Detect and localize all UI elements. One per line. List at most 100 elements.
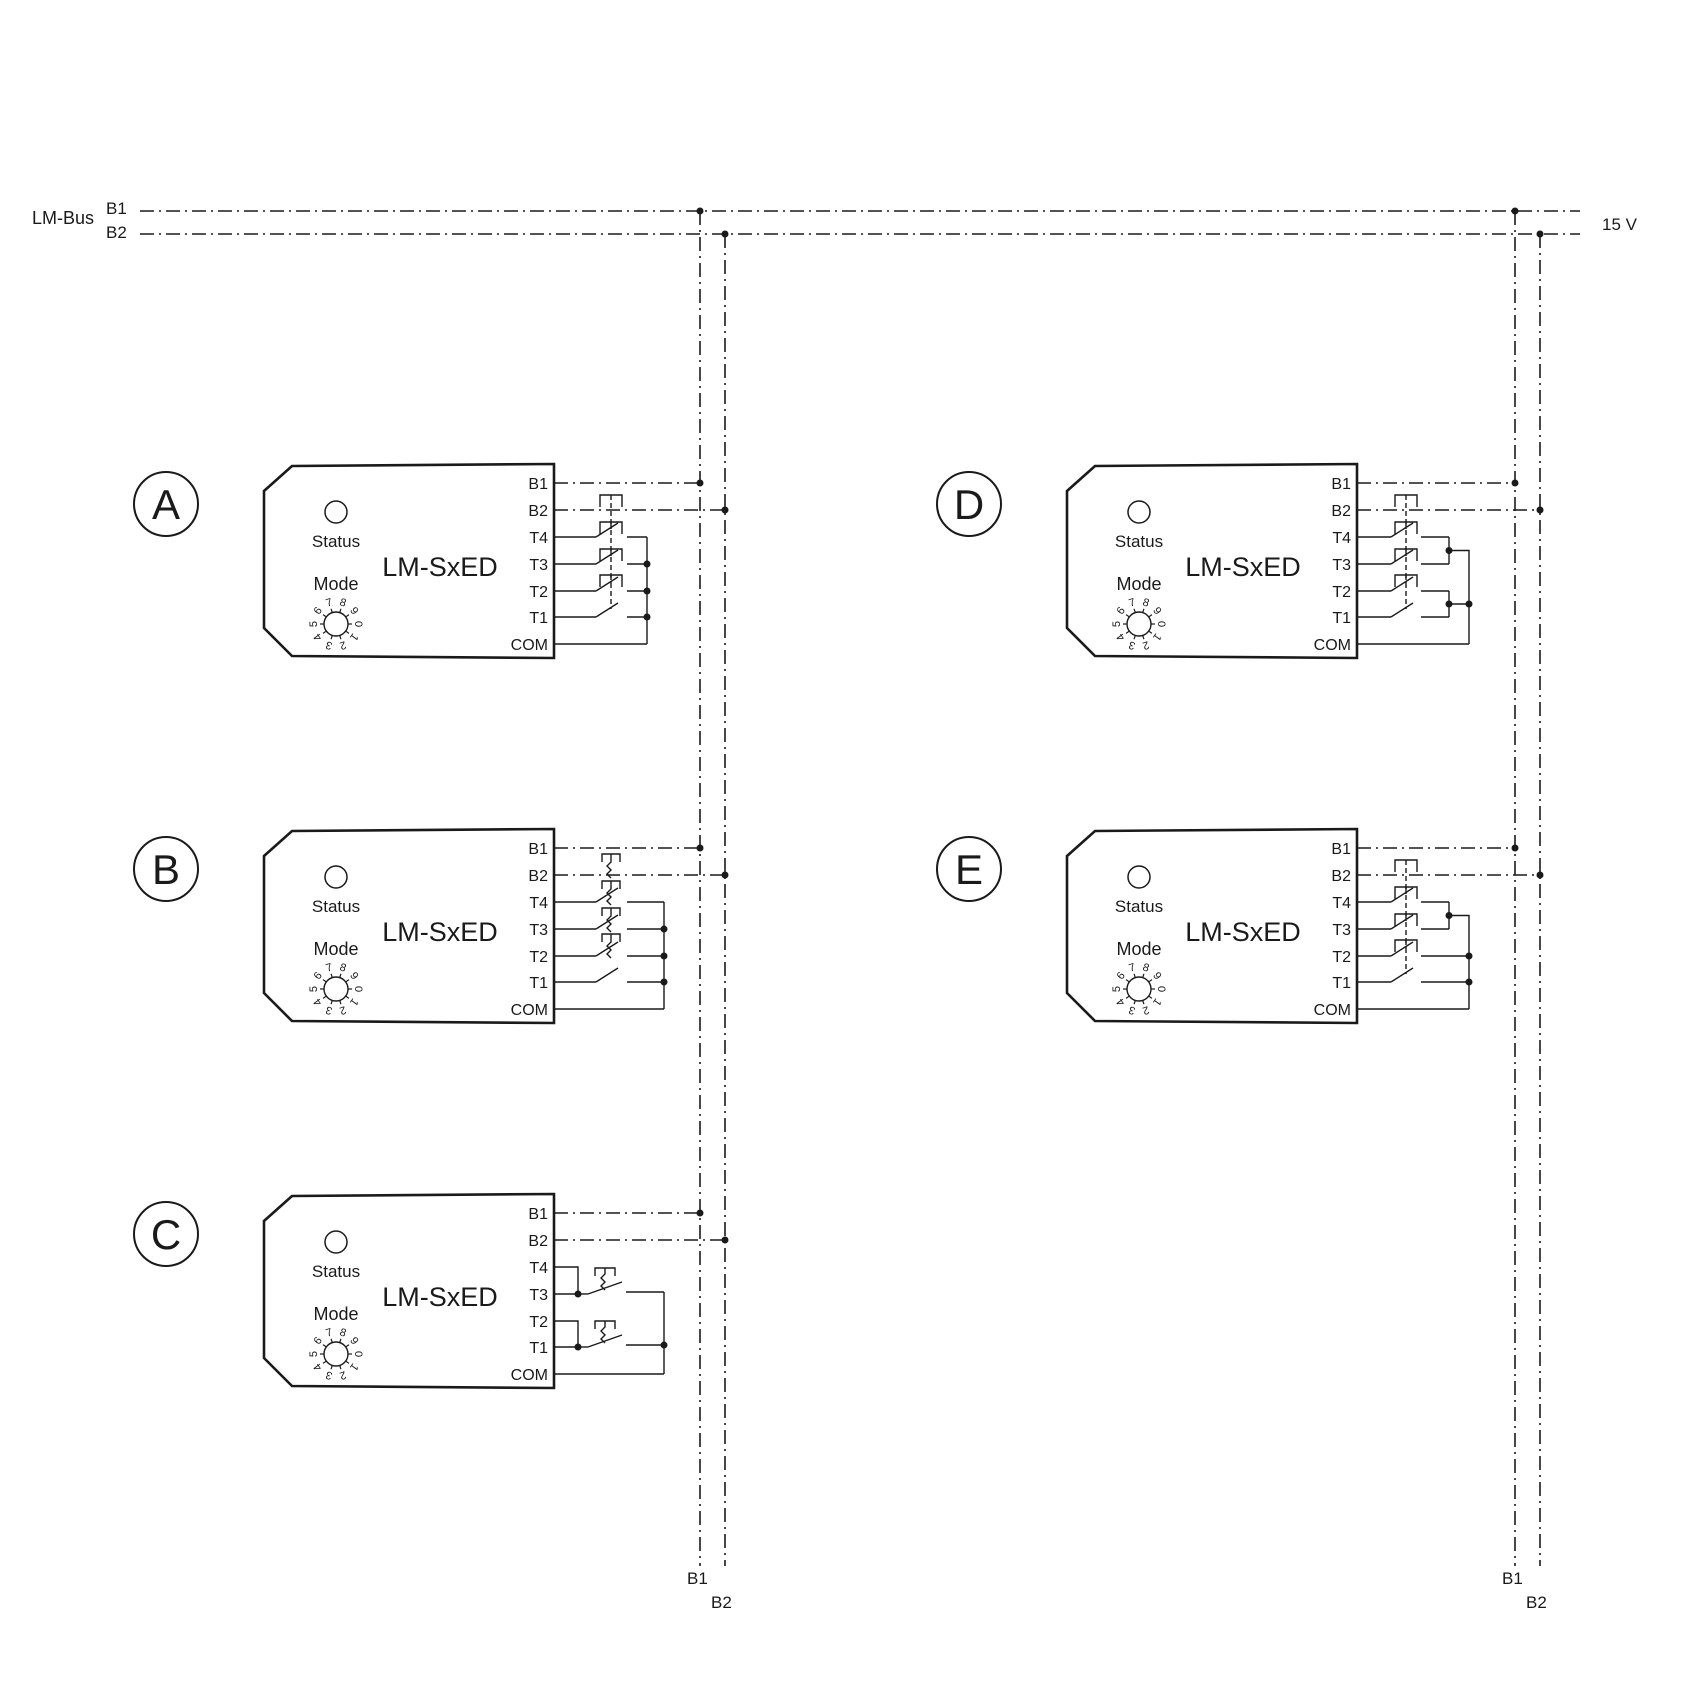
dial-digit: 2: [1141, 1003, 1151, 1016]
dial-tick: [1148, 614, 1153, 618]
bridge-wire: [554, 1320, 579, 1347]
dial-digit: 3: [324, 1003, 334, 1016]
dial-tick: [322, 1344, 327, 1348]
drop-b2-label: B2: [1526, 1593, 1547, 1612]
mode-label: Mode: [313, 939, 358, 959]
junction-dot: [1511, 479, 1519, 487]
dial-tick: [339, 608, 342, 613]
junction-dot: [721, 506, 729, 514]
module-letter: B: [152, 846, 180, 893]
module-name: LM-SxED: [382, 552, 498, 582]
dial-tick: [1125, 630, 1130, 634]
dial-digit: 5: [308, 1351, 320, 1357]
junction-dot: [696, 844, 704, 852]
dial-digit: 2: [338, 1368, 348, 1381]
dial-digit: 5: [308, 621, 320, 627]
dial-tick: [1142, 635, 1145, 640]
dial-digit: 2: [338, 638, 348, 651]
status-label: Status: [312, 1262, 360, 1281]
module-name: LM-SxED: [1185, 917, 1301, 947]
junction-dot: [721, 1236, 729, 1244]
dial-tick: [322, 995, 327, 999]
dial-digit: 7: [324, 961, 334, 974]
switch-blade: [1390, 576, 1414, 592]
junction-dot: [1511, 844, 1519, 852]
dial-tick: [322, 979, 327, 983]
dial-digit: 0: [1155, 986, 1167, 992]
dial-tick: [322, 614, 327, 618]
terminal-label-b1: B1: [528, 1206, 548, 1223]
terminal-label-t2: T2: [1332, 584, 1351, 601]
status-label: Status: [312, 532, 360, 551]
module-letter-circle: [133, 1201, 199, 1267]
module-letter: E: [955, 846, 983, 893]
terminal-label-b2: B2: [528, 503, 548, 520]
module-letter-circle: [133, 836, 199, 902]
dial-digit: 0: [352, 986, 364, 992]
terminal-label-b1: B1: [528, 476, 548, 493]
dial-tick: [1125, 995, 1130, 999]
pushbutton-actuator-icon: [601, 880, 621, 906]
dial-tick: [1133, 635, 1136, 640]
dial-tick: [1133, 973, 1136, 978]
terminal-label-com: COM: [1314, 637, 1351, 654]
junction-dot: [1465, 952, 1473, 960]
status-label: Status: [1115, 532, 1163, 551]
terminal-label-t4: T4: [529, 1260, 548, 1277]
mode-label: Mode: [1116, 939, 1161, 959]
switch-blade: [1390, 967, 1414, 983]
switch-blade: [1390, 522, 1414, 538]
terminal-label-t1: T1: [1332, 975, 1351, 992]
dial-digit: 8: [1141, 961, 1151, 974]
dial-digit: 3: [324, 638, 334, 651]
dial-tick: [339, 1000, 342, 1005]
dial-tick: [1125, 614, 1130, 618]
terminal-label-t3: T3: [1332, 922, 1351, 939]
dial-tick: [339, 1338, 342, 1343]
terminal-label-com: COM: [511, 1002, 548, 1019]
dial-digit: 7: [324, 596, 334, 609]
bus-b2-label: B2: [106, 223, 127, 242]
module-name: LM-SxED: [382, 1282, 498, 1312]
dial-tick: [345, 614, 350, 618]
dial-tick: [330, 973, 333, 978]
module-letter-circle: [133, 471, 199, 537]
dial-tick: [322, 1360, 327, 1364]
switch-blade: [595, 522, 619, 538]
dial-tick: [345, 1360, 350, 1364]
switch-blade: [595, 602, 619, 618]
dial-tick: [1125, 979, 1130, 983]
switch-blade: [595, 576, 619, 592]
dial-tick: [1142, 608, 1145, 613]
mode-label: Mode: [313, 1304, 358, 1324]
bus-voltage-label: 15 V: [1602, 215, 1638, 234]
switch-blade: [1390, 887, 1414, 903]
dial-tick: [1142, 1000, 1145, 1005]
bus-b1-label: B1: [106, 199, 127, 218]
module-letter: D: [954, 481, 984, 528]
module-box: [1065, 827, 1359, 1025]
terminal-label-t4: T4: [1332, 895, 1351, 912]
dial-digit: 3: [324, 1368, 334, 1381]
switch-blade: [1390, 602, 1414, 618]
common-bus-wire: [1449, 914, 1470, 1009]
dial-tick: [330, 1338, 333, 1343]
pushbutton-actuator-icon: [601, 933, 621, 959]
status-label: Status: [1115, 897, 1163, 916]
junction-dot: [1465, 978, 1473, 986]
lm-bus-header: LM-Bus B1 B2 15 V: [32, 199, 1638, 242]
dial-tick: [1142, 973, 1145, 978]
terminal-label-b1: B1: [1331, 841, 1351, 858]
dial-digit: 3: [1127, 638, 1137, 651]
junction-dot: [1536, 871, 1544, 879]
dial-tick: [1133, 1000, 1136, 1005]
dial-tick: [339, 1365, 342, 1370]
status-led-icon: [1127, 865, 1151, 889]
dial-digit: 3: [1127, 1003, 1137, 1016]
pushbutton-actuator-icon: [594, 1320, 616, 1344]
